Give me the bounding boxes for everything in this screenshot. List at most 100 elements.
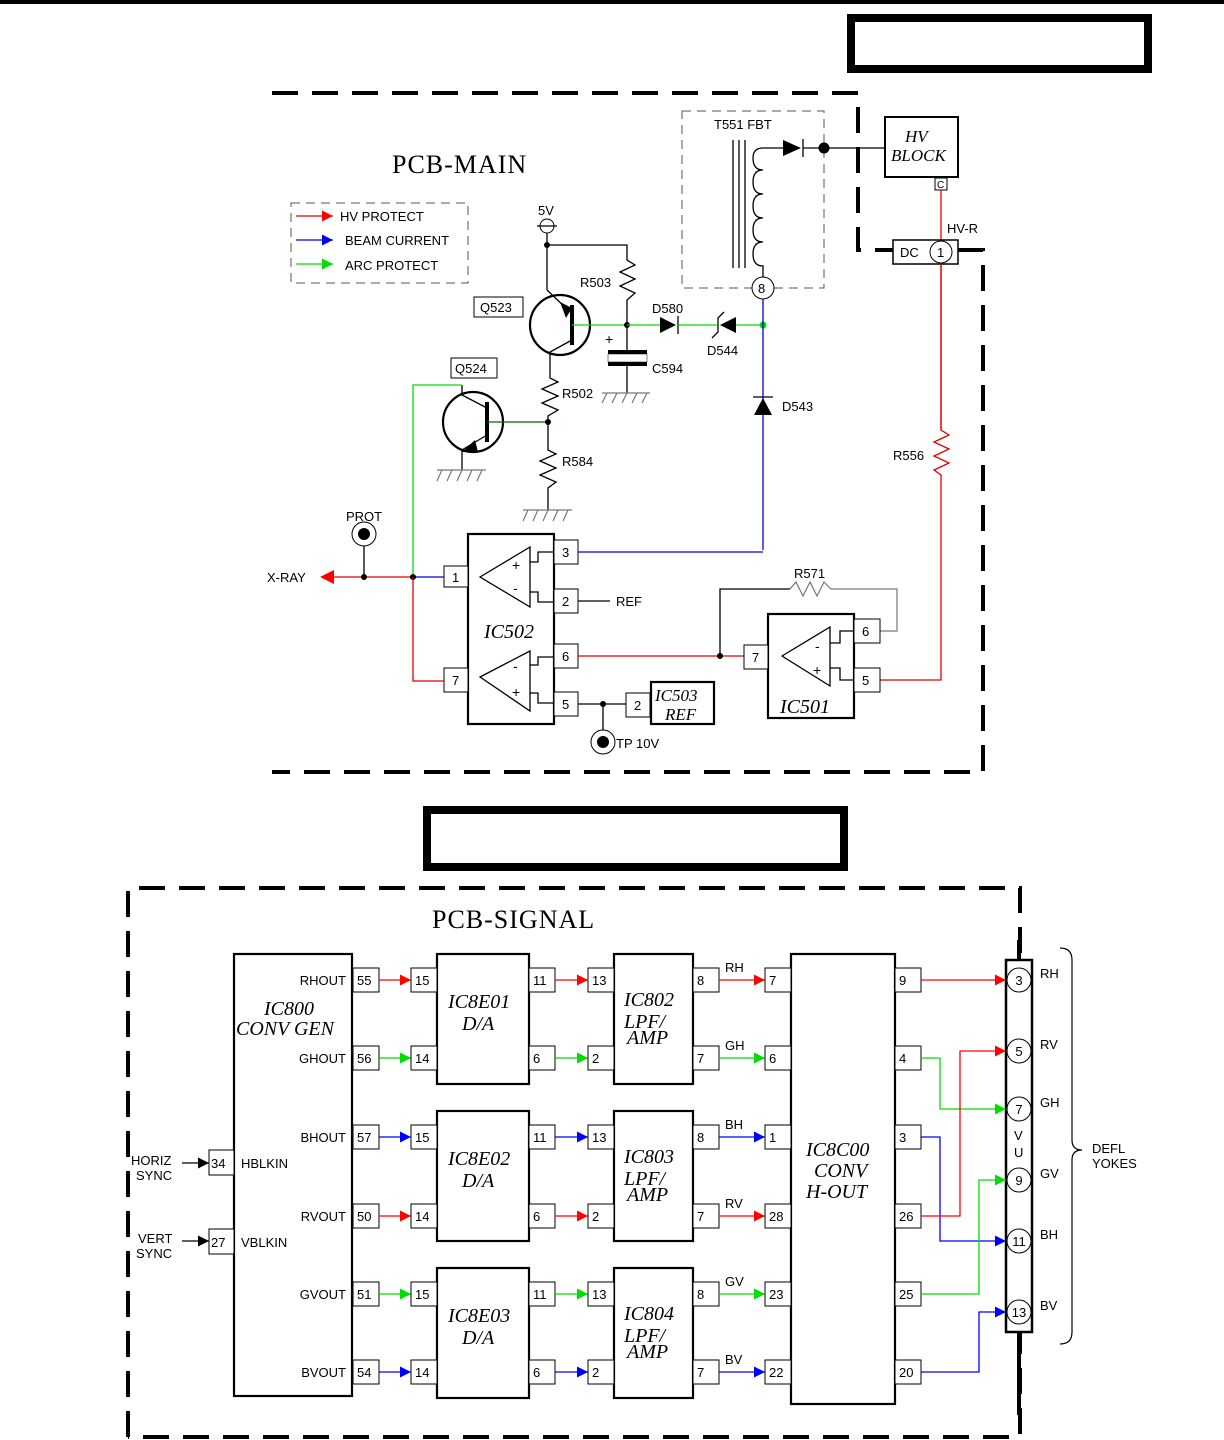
svg-text:7: 7 <box>697 1209 704 1224</box>
svg-text:11: 11 <box>533 973 547 988</box>
pcb-main: PCB-MAIN HV PROTECT BEAM CURRENT ARC PRO… <box>267 91 985 774</box>
r571-resistor <box>789 580 898 632</box>
ic800-output-label: GHOUT <box>299 1051 346 1066</box>
svg-text:15: 15 <box>415 973 429 988</box>
ic800-output-label: BHOUT <box>301 1130 347 1145</box>
svg-text:IC8C00: IC8C00 <box>805 1139 869 1161</box>
dac-input-pin <box>410 1359 438 1385</box>
svg-text:1: 1 <box>937 245 944 260</box>
legend-arc-label: ARC PROTECT <box>345 258 438 273</box>
svg-text:4: 4 <box>899 1051 906 1066</box>
signal-name-label: RH <box>725 960 744 975</box>
ic800-output-pin <box>352 1124 380 1150</box>
svg-text:6: 6 <box>562 649 569 664</box>
ic8c00-input-pin <box>764 1359 792 1385</box>
svg-text:54: 54 <box>357 1365 371 1380</box>
dac-input-pin <box>410 1281 438 1307</box>
svg-text:D/A: D/A <box>461 1170 495 1192</box>
legend-hv-label: HV PROTECT <box>340 209 424 224</box>
pcb-main-title: PCB-MAIN <box>392 150 527 179</box>
yoke-signal-label: RV <box>1040 1037 1058 1052</box>
svg-text:IC800: IC800 <box>263 998 314 1020</box>
dac-input-pin <box>410 967 438 993</box>
svg-text:8: 8 <box>758 281 765 296</box>
amp-input-pin <box>587 1045 615 1071</box>
svg-text:22: 22 <box>769 1365 783 1380</box>
svg-text:-: - <box>815 638 820 654</box>
dac-input-pin <box>410 1203 438 1229</box>
d580-diode <box>660 317 676 333</box>
ground-symbol <box>601 392 650 404</box>
pcb-signal-border-bottom <box>128 1328 1022 1439</box>
ic8c00-input-pin <box>764 1203 792 1229</box>
r503-label: R503 <box>580 275 611 290</box>
hv-block <box>884 116 959 178</box>
lpf-amp-block <box>612 1109 695 1243</box>
d544-label: D544 <box>707 343 738 358</box>
yoke-route <box>921 1045 1006 1217</box>
svg-text:25: 25 <box>899 1287 913 1302</box>
ic8c00-input-pin <box>764 1045 792 1071</box>
svg-text:IC802: IC802 <box>623 989 674 1011</box>
svg-text:6: 6 <box>769 1051 776 1066</box>
svg-text:C: C <box>937 180 944 191</box>
dac-output-pin <box>528 1359 556 1385</box>
svg-text:27: 27 <box>211 1235 225 1250</box>
svg-text:14: 14 <box>415 1051 429 1066</box>
svg-text:+: + <box>605 331 613 347</box>
ic501-pin-7 <box>743 644 769 670</box>
svg-text:5: 5 <box>862 673 869 688</box>
svg-text:7: 7 <box>769 973 776 988</box>
ic800-output-pin <box>352 1203 380 1229</box>
ic800-output-label: GVOUT <box>300 1287 346 1302</box>
legend-beam-label: BEAM CURRENT <box>345 233 449 248</box>
svg-text:6: 6 <box>533 1209 540 1224</box>
dac-block <box>435 1109 531 1243</box>
svg-text:50: 50 <box>357 1209 371 1224</box>
vu-pin <box>1006 1096 1032 1122</box>
svg-text:8: 8 <box>697 1287 704 1302</box>
svg-text:11: 11 <box>533 1287 547 1302</box>
r584-label: R584 <box>562 454 593 469</box>
r571-label: R571 <box>794 566 825 581</box>
svg-text:7: 7 <box>697 1051 704 1066</box>
svg-text:LPF/: LPF/ <box>623 1168 668 1190</box>
amp-output-pin <box>692 1359 720 1385</box>
ic800-output-label: RVOUT <box>301 1209 346 1224</box>
ic800-output-pin <box>352 1359 380 1385</box>
svg-text:D/A: D/A <box>461 1013 495 1035</box>
svg-text:13: 13 <box>592 1130 606 1145</box>
ic800-pin-27 <box>208 1228 235 1255</box>
svg-text:8: 8 <box>697 1130 704 1145</box>
svg-text:REF: REF <box>664 705 697 724</box>
dac-block <box>435 1266 531 1400</box>
svg-text:3: 3 <box>899 1130 906 1145</box>
svg-text:CONV GEN: CONV GEN <box>236 1018 336 1040</box>
svg-text:28: 28 <box>769 1209 783 1224</box>
svg-text:51: 51 <box>357 1287 371 1302</box>
dac-output-pin <box>528 1203 556 1229</box>
amp-input-pin <box>587 1124 615 1150</box>
svg-text:CONV: CONV <box>814 1160 870 1182</box>
xray-arrow-icon <box>320 570 334 584</box>
svg-text:57: 57 <box>357 1130 371 1145</box>
svg-text:IC8E02: IC8E02 <box>447 1148 510 1170</box>
amp-output-pin <box>692 1124 720 1150</box>
hv-rectifier-diode <box>783 140 801 156</box>
r503-resistor <box>547 244 637 325</box>
vblkin-label: VBLKIN <box>241 1235 287 1250</box>
svg-text:HV: HV <box>904 127 930 146</box>
top-rule <box>0 0 1224 4</box>
pcb-main-border-top <box>272 91 895 252</box>
t551-enclosure <box>681 110 825 289</box>
ic8c00-input-pin <box>764 1124 792 1150</box>
svg-text:LPF/: LPF/ <box>623 1325 668 1347</box>
legend: HV PROTECT BEAM CURRENT ARC PROTECT <box>290 202 469 284</box>
c594-label: C594 <box>652 361 683 376</box>
svg-text:3: 3 <box>1015 973 1022 988</box>
svg-text:2: 2 <box>592 1365 599 1380</box>
yoke-signal-label: GV <box>1040 1166 1059 1181</box>
amp-input-pin <box>587 1281 615 1307</box>
q524-label: Q524 <box>455 361 487 376</box>
